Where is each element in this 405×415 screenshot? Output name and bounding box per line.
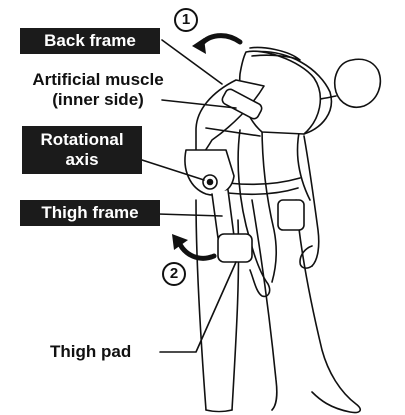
near-foot [206, 410, 232, 412]
label-artificial-muscle-line2: (inner side) [6, 90, 190, 110]
step-2-marker: 2 [162, 262, 186, 286]
far-thigh-pad-shape [278, 200, 304, 230]
label-back-frame: Back frame [20, 28, 160, 54]
near-leg-back [196, 200, 206, 410]
rotation-arrow-1 [200, 36, 240, 46]
head [335, 59, 381, 107]
label-rotational-axis-line1: Rotational [40, 130, 123, 150]
label-thigh-frame-text: Thigh frame [41, 203, 138, 223]
thigh-pad-shape [218, 234, 252, 262]
label-thigh-pad: Thigh pad [50, 342, 160, 362]
near-arm-inner [262, 126, 276, 282]
label-rotational-axis-line2: axis [65, 150, 98, 170]
rotation-arrow-1-head [192, 38, 206, 54]
far-leg-back [252, 200, 277, 410]
thigh-frame-bar [212, 190, 234, 238]
leader-thigh-frame [158, 214, 222, 216]
label-rotational-axis: Rotational axis [22, 126, 142, 174]
far-leg-front [296, 200, 360, 413]
label-artificial-muscle-line1: Artificial muscle [6, 70, 190, 90]
rotational-axis-pin [208, 180, 213, 185]
label-back-frame-text: Back frame [44, 31, 136, 51]
label-artificial-muscle: Artificial muscle (inner side) [6, 70, 190, 110]
label-thigh-pad-text: Thigh pad [50, 342, 131, 361]
step-1-marker: 1 [174, 8, 198, 32]
label-thigh-frame: Thigh frame [20, 200, 160, 226]
